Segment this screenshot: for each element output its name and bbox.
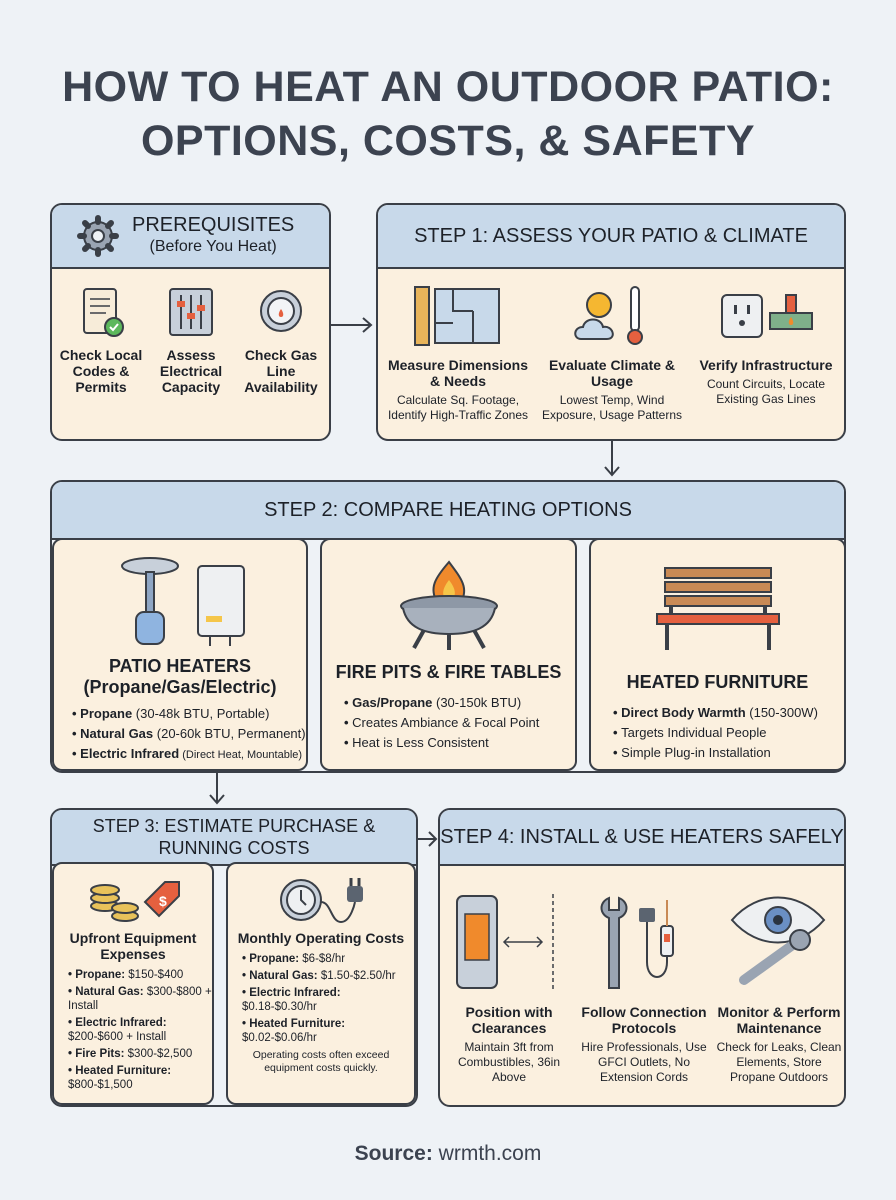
step3-header: STEP 3: ESTIMATE PURCHASE & RUNNING COST… — [52, 810, 416, 866]
option-bullets: Propane (30-48k BTU, Portable) Natural G… — [72, 704, 306, 765]
gear-icon — [77, 215, 119, 257]
svg-text:$: $ — [159, 893, 167, 909]
gas-meter-icon — [238, 285, 324, 339]
step4-panel: STEP 4: INSTALL & USE HEATERS SAFELY Pos… — [438, 808, 846, 1107]
prerequisites-header: PREREQUISITES (Before You Heat) — [52, 205, 329, 269]
operating-cost-note: Operating costs often exceed equipment c… — [252, 1049, 390, 1074]
option-bullets: Gas/Propane (30-150k BTU) Creates Ambian… — [344, 693, 575, 753]
prerequisites-subtitle: (Before You Heat) — [149, 238, 277, 255]
clock-plug-icon — [228, 876, 414, 926]
prerequisites-panel: PREREQUISITES (Before You Heat) Check Loc… — [50, 203, 331, 441]
arrow-down-icon — [209, 773, 225, 805]
option-card-patio-heaters: PATIO HEATERS (Propane/Gas/Electric) Pro… — [52, 538, 308, 771]
option-title: FIRE PITS & FIRE TABLES — [335, 662, 562, 682]
wrench-plug-icon — [576, 890, 712, 994]
weather-thermometer-icon — [538, 283, 686, 349]
bench-icon — [591, 562, 844, 652]
coins-price-tag-icon: $ — [54, 876, 212, 924]
floor-plan-ruler-icon — [384, 283, 532, 349]
document-check-icon — [58, 285, 144, 339]
step4-header: STEP 4: INSTALL & USE HEATERS SAFELY — [440, 810, 844, 866]
upfront-cost-list: Propane: $150-$400 Natural Gas: $300-$80… — [68, 968, 212, 1092]
outlet-gas-valve-icon — [692, 283, 840, 349]
option-title: HEATED FURNITURE — [626, 672, 809, 692]
patio-heater-icon — [54, 552, 306, 652]
arrow-down-icon — [604, 441, 620, 477]
operating-costs-card: Monthly Operating Costs Propane: $6-$8/h… — [226, 862, 416, 1105]
heater-clearance-icon — [444, 890, 574, 994]
upfront-costs-card: $ Upfront Equipment Expenses Propane: $1… — [52, 862, 214, 1105]
eye-wrench-icon — [714, 890, 844, 994]
breaker-panel-icon — [148, 285, 234, 339]
step1-header: STEP 1: ASSESS YOUR PATIO & CLIMATE — [378, 205, 844, 269]
option-bullets: Direct Body Warmth (150-300W) Targets In… — [613, 703, 844, 763]
fire-pit-icon — [322, 558, 575, 652]
page-title: HOW TO HEAT AN OUTDOOR PATIO:OPTIONS, CO… — [62, 63, 834, 165]
option-title: PATIO HEATERS (Propane/Gas/Electric) — [83, 656, 277, 697]
prereq-item: Assess Electrical Capacity — [148, 285, 234, 395]
prerequisites-title: PREREQUISITES — [132, 214, 295, 236]
arrow-right-icon — [418, 831, 438, 847]
operating-cost-list: Propane: $6-$8/hr Natural Gas: $1.50-$2.… — [242, 952, 414, 1045]
step2-header: STEP 2: COMPARE HEATING OPTIONS — [52, 482, 844, 540]
prereq-item: Check Gas Line Availability — [238, 285, 324, 395]
source-credit: Source: wrmth.com — [354, 1142, 542, 1165]
option-card-heated-furniture: HEATED FURNITURE Direct Body Warmth (150… — [589, 538, 846, 771]
arrow-right-icon — [331, 317, 373, 333]
prereq-item: Check Local Codes & Permits — [58, 285, 144, 395]
option-card-fire-pits: FIRE PITS & FIRE TABLES Gas/Propane (30-… — [320, 538, 577, 771]
step1-panel: STEP 1: ASSESS YOUR PATIO & CLIMATE Meas… — [376, 203, 846, 441]
